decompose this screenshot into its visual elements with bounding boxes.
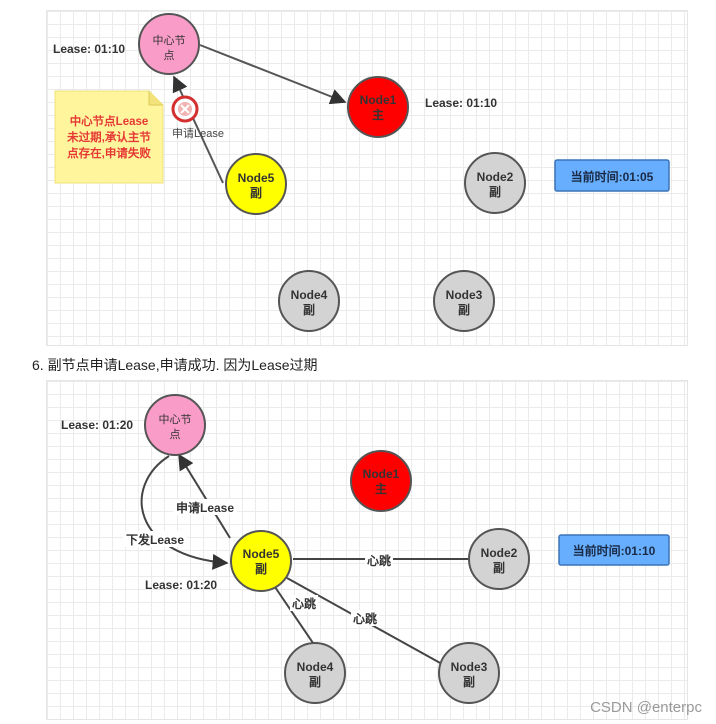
- edge-center-to-node1: [199, 44, 347, 105]
- diagram-2-canvas: 申请Lease 下发Lease 心跳 心跳 心跳 中心节 点 Lease: 01…: [46, 380, 688, 720]
- center-node-label-2: 点: [164, 49, 175, 62]
- failure-note: 中心节点Lease 未过期,承认主节 点存在,申请失败: [54, 90, 164, 184]
- node4-role: 副: [309, 674, 321, 689]
- node2-role: 副: [489, 184, 501, 199]
- apply-lease-label: 申请Lease: [172, 127, 224, 140]
- issue-lease-label: 下发Lease: [126, 532, 184, 547]
- center-node-label-1: 中心节: [153, 34, 186, 47]
- current-time-text: 当前时间:01:05: [571, 169, 654, 184]
- note-line-2: 未过期,承认主节: [66, 130, 151, 144]
- edge-center-to-node5: [140, 455, 229, 570]
- node3-role: 副: [458, 302, 470, 317]
- watermark: CSDN @enterpc: [590, 699, 702, 716]
- node1-master: [347, 76, 409, 138]
- edge-node5-to-center: [178, 453, 231, 539]
- current-time-box: [554, 159, 670, 192]
- center-lease-label: Lease: 01:20: [61, 418, 133, 432]
- node4-slave: [278, 270, 340, 332]
- center-node: [138, 13, 200, 75]
- node4-role: 副: [303, 302, 315, 317]
- node1-role: 主: [375, 481, 387, 496]
- diagram-2-svg: 申请Lease 下发Lease 心跳 心跳 心跳 中心节 点 Lease: 01…: [61, 394, 670, 704]
- step-caption: 6. 副节点申请Lease,申请成功. 因为Lease过期: [32, 357, 318, 373]
- diagram-1-canvas: 中心节点Lease 未过期,承认主节 点存在,申请失败 申请Lease 中心节 …: [46, 10, 688, 346]
- node2-name: Node2: [477, 170, 514, 184]
- current-time-box: [558, 534, 670, 566]
- node4-name: Node4: [291, 288, 328, 302]
- node5-name: Node5: [243, 547, 280, 561]
- node3-name: Node3: [446, 288, 483, 302]
- heartbeat-label-node4: 心跳: [292, 596, 316, 611]
- center-node: [144, 394, 206, 456]
- node5-name: Node5: [238, 171, 275, 185]
- node3-slave: [438, 642, 500, 704]
- node2-name: Node2: [481, 546, 518, 560]
- node1-master: [350, 450, 412, 512]
- node3-role: 副: [463, 674, 475, 689]
- node4-name: Node4: [297, 660, 334, 674]
- fail-icon: [171, 95, 199, 123]
- node1-role: 主: [372, 107, 384, 122]
- node3-name: Node3: [451, 660, 488, 674]
- node5-candidate: [225, 153, 287, 215]
- heartbeat-label-node3: 心跳: [353, 611, 377, 626]
- node5-new-master: [230, 530, 292, 592]
- node2-role: 副: [493, 560, 505, 575]
- node1-lease-label: Lease: 01:10: [425, 96, 497, 110]
- node2-slave: [468, 528, 530, 590]
- node1-name: Node1: [360, 93, 397, 107]
- center-lease-label: Lease: 01:10: [53, 42, 125, 56]
- center-node-label-1: 中心节: [159, 413, 192, 426]
- edge-node5-to-center: [172, 75, 224, 184]
- node5-role: 副: [250, 185, 262, 200]
- node1-name: Node1: [363, 467, 400, 481]
- heartbeat-label-node2: 心跳: [367, 553, 391, 568]
- node5-lease-label: Lease: 01:20: [145, 578, 217, 592]
- node3-slave: [433, 270, 495, 332]
- apply-lease-label: 申请Lease: [176, 500, 234, 515]
- current-time-text: 当前时间:01:10: [573, 543, 656, 558]
- heartbeat-node5-node4: [274, 586, 314, 644]
- node5-role: 副: [255, 561, 267, 576]
- note-line-3: 点存在,申请失败: [67, 146, 151, 160]
- node4-slave: [284, 642, 346, 704]
- diagram-1-svg: 中心节点Lease 未过期,承认主节 点存在,申请失败 申请Lease 中心节 …: [53, 13, 670, 332]
- note-line-1: 中心节点Lease: [70, 114, 149, 128]
- node2-slave: [464, 152, 526, 214]
- center-node-label-2: 点: [170, 428, 181, 441]
